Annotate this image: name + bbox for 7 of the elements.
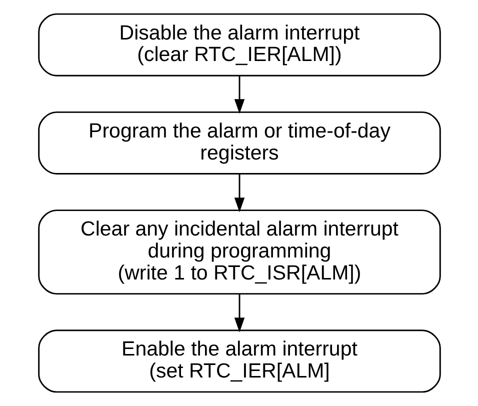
arrow: [234, 174, 244, 212]
node-box: Enable the alarm interrupt (set RTC_IER[ALM]: [38, 330, 440, 393]
arrow: [234, 294, 244, 332]
node-box: Disable the alarm interrupt (clear RTC_IER[ALM]): [38, 13, 440, 76]
arrow: [234, 76, 244, 114]
node-box: Clear any incidental alarm interrupt during programming (write 1 to RTC_ISR[ALM]): [38, 210, 440, 295]
node-box: Program the alarm or time-of-day registers: [38, 111, 440, 174]
